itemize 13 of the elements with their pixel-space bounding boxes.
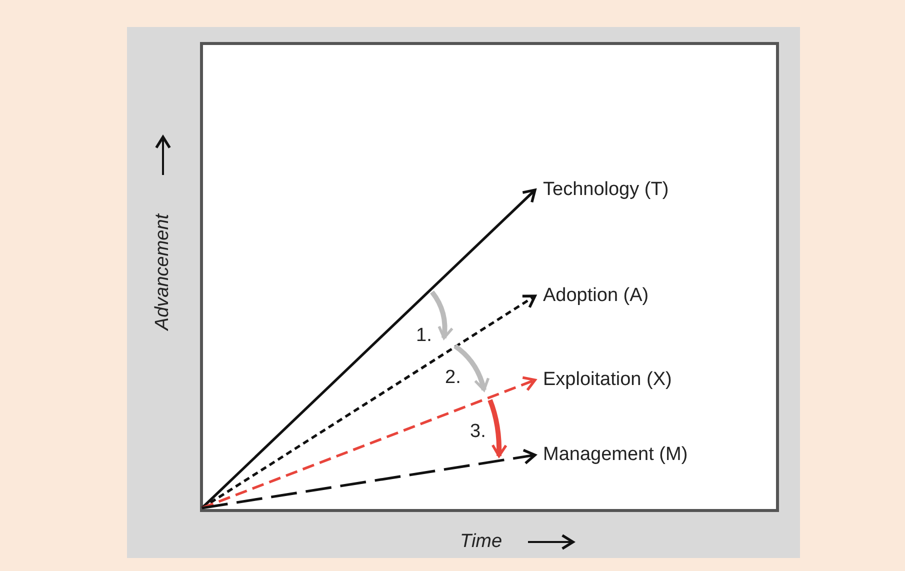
axis-label: Advancement [152,214,174,330]
arrow [202,376,536,510]
line-label: Adoption (A) [543,285,649,307]
arrow [202,448,536,510]
step-number: 1. [416,325,432,347]
arrow [201,188,536,509]
arrow [201,294,536,510]
step-number: 2. [445,367,461,389]
axis-label: Time [460,531,502,553]
line-label: Exploitation (X) [543,369,672,391]
line-label: Technology (T) [543,179,669,201]
step-number: 3. [470,421,486,443]
line-label: Management (M) [543,444,688,466]
